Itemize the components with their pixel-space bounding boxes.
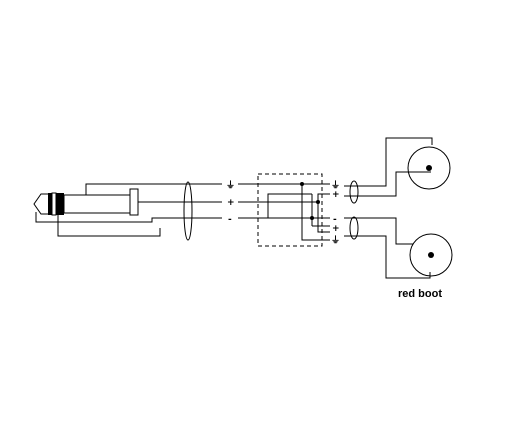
ground-symbol-upper: ⏚ (331, 180, 340, 191)
plus-symbol-upper: + (332, 190, 340, 200)
minus-symbol-left: - (228, 215, 232, 225)
splice-input-wires (238, 183, 318, 219)
splice-box (257, 173, 323, 247)
red-boot-label: red boot (398, 288, 442, 300)
rca-connector-upper (407, 146, 451, 190)
jack-flange (129, 188, 139, 216)
jack-shaft (63, 194, 131, 214)
cable-shield-ellipse (183, 181, 193, 241)
lower-rca-wires (344, 217, 431, 279)
rca-connector-lower (409, 233, 453, 277)
splice-internal-wiring (267, 182, 330, 241)
lower-shield-ellipse (349, 216, 359, 240)
plus-symbol-lower: + (332, 224, 340, 234)
upper-rca-wires (344, 137, 433, 197)
jack-ring-2 (56, 193, 60, 215)
jack-wires (35, 183, 222, 237)
upper-shield-ellipse (349, 180, 359, 204)
jack-tip (33, 193, 48, 215)
ground-symbol-lower: ⏚ (331, 235, 340, 246)
jack-ring-1 (48, 193, 52, 215)
jack-sleeve-band (60, 193, 64, 215)
plus-symbol-left: + (227, 198, 235, 208)
minus-symbol-lower: - (333, 215, 337, 225)
ground-symbol-left: ⏚ (226, 180, 235, 191)
